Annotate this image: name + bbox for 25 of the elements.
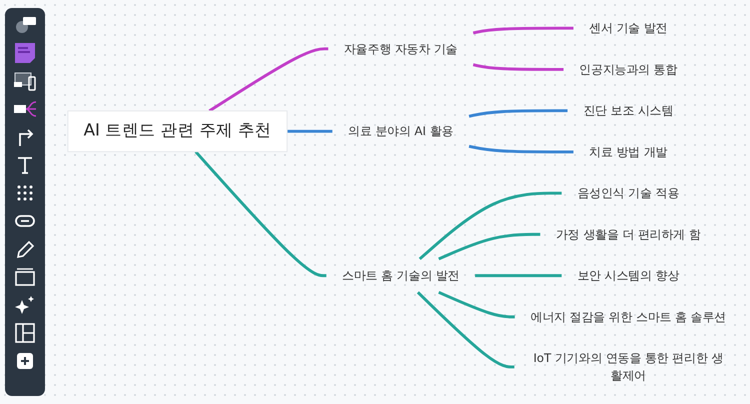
- node-text: 보안 시스템의 향상: [577, 268, 680, 283]
- connector: [472, 26, 574, 34]
- node-text: 에너지 절감을 위한 스마트 홈 솔루션: [530, 310, 726, 324]
- connector: [472, 63, 564, 71]
- connector: [438, 232, 540, 260]
- node-text: 진단 보조 시스템: [583, 104, 674, 118]
- node-text: 치료 방법 개발: [589, 145, 668, 159]
- node-text: 스마트 홈 기술의 발전: [342, 268, 460, 283]
- connector: [194, 150, 326, 278]
- node-box: AI 트렌드 관련 주제 추천: [67, 110, 288, 152]
- node-text: 인공지능과의 통합: [579, 62, 678, 76]
- node-text: 센서 기술 발전: [589, 21, 668, 36]
- node-text: 음성인식 기술 적용: [577, 186, 680, 200]
- connector: [287, 130, 332, 133]
- connector: [418, 192, 562, 260]
- node-text: 가정 생활을 더 편리하게 함: [556, 228, 701, 242]
- node-text: IoT 기기와의 연동을 통한 편리한 생활제어: [533, 351, 724, 383]
- connector: [475, 274, 562, 278]
- connector: [438, 290, 515, 318]
- connector: [468, 144, 574, 154]
- connector: [468, 109, 568, 118]
- connector: [208, 47, 328, 112]
- node-text: 의료 분야의 AI 활용: [348, 124, 454, 138]
- node-text: 자율주행 자동차 기술: [344, 42, 458, 56]
- connector: [416, 291, 514, 368]
